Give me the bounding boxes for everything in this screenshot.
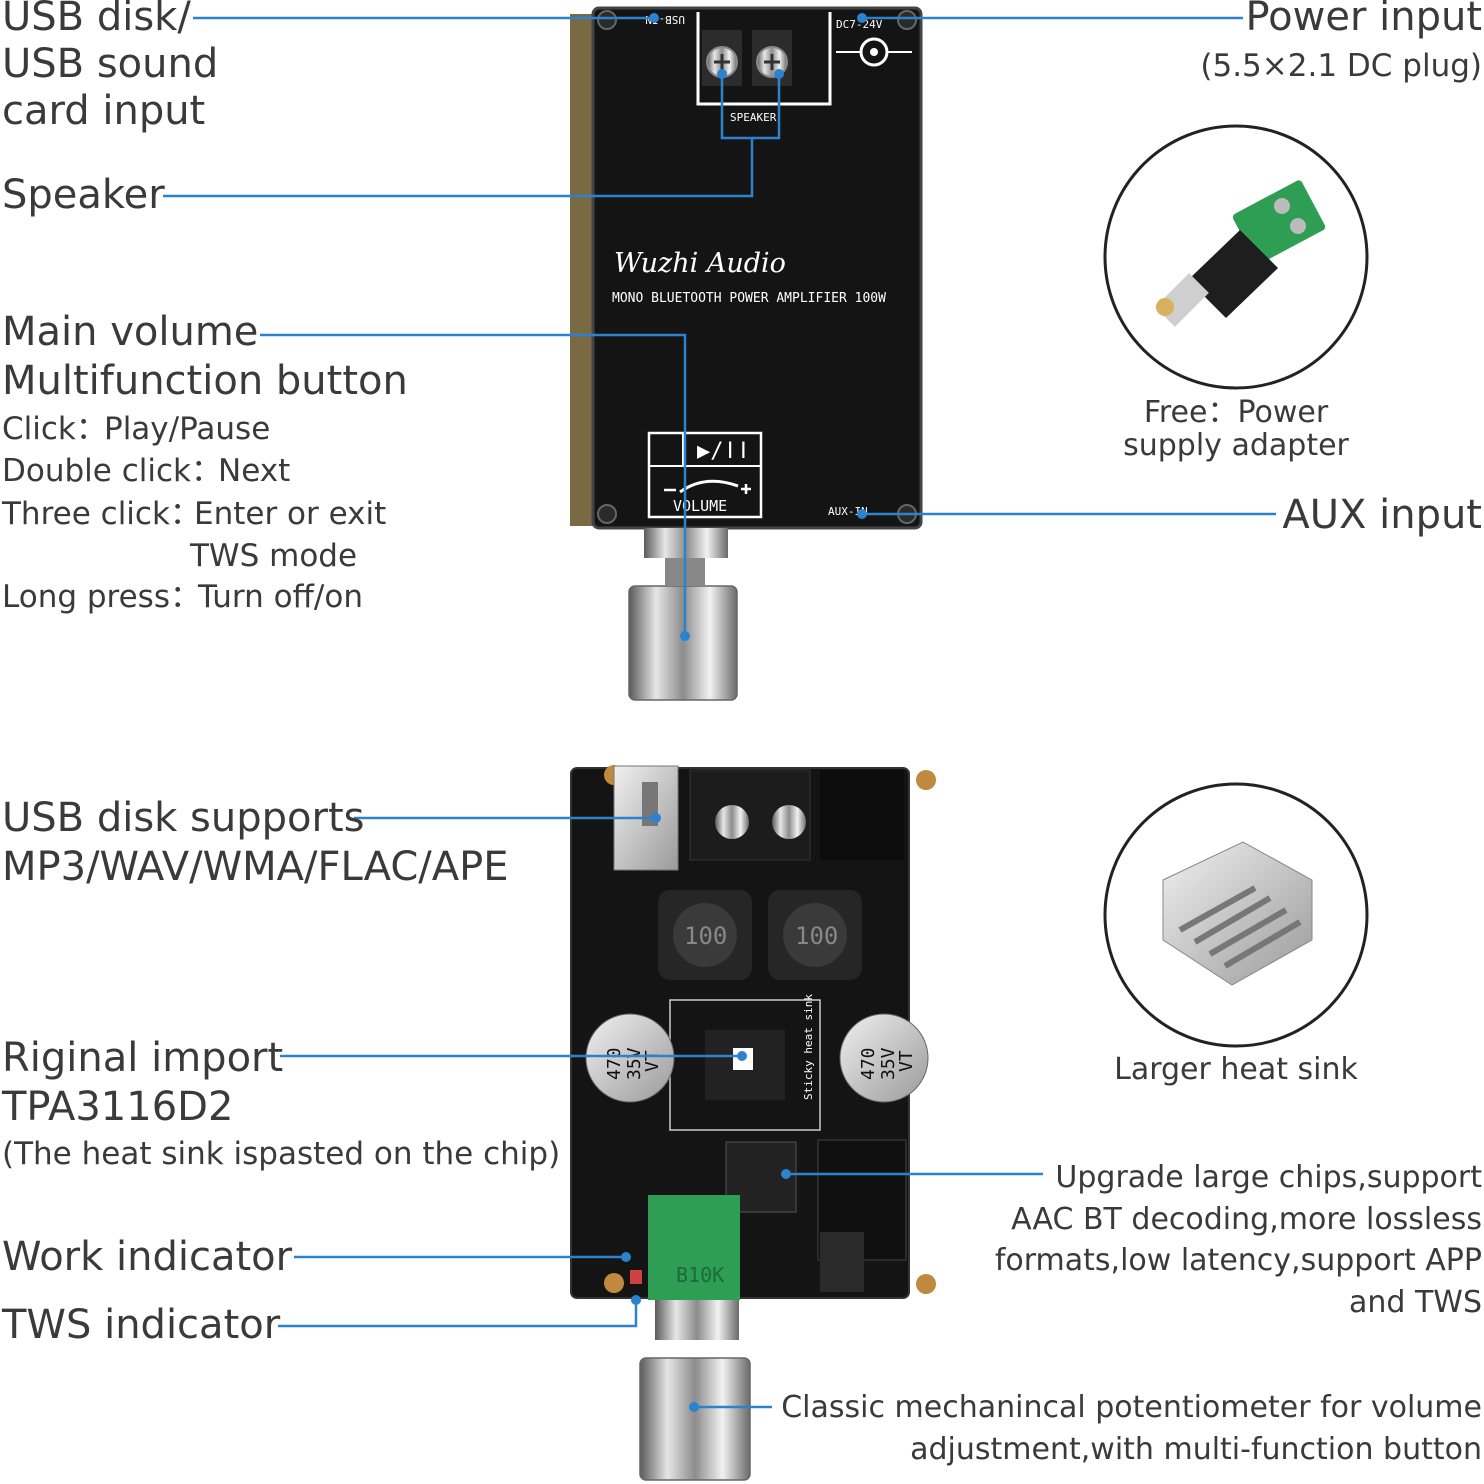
- dc-silk: DC7-24V: [836, 18, 883, 31]
- free-adapter-line-2: supply adapter: [1123, 428, 1349, 463]
- sticky-heat-sink-silk: Sticky heat sink: [802, 994, 815, 1100]
- inductor-2-label: 100: [795, 922, 838, 950]
- power-adapter-image: [1103, 124, 1369, 390]
- three-click-value-2: TWS mode: [190, 538, 358, 574]
- power-plug-label: (5.5×2.1 DC plug): [1200, 48, 1482, 84]
- double-click-value: Next: [218, 453, 291, 489]
- usb-input-line-2: USB sound: [2, 41, 219, 88]
- three-click-value-1: Enter or exit: [194, 496, 387, 532]
- power-input-label: Power input: [1245, 0, 1482, 40]
- heat-sink-image: [1103, 782, 1369, 1048]
- potentiometer-line-2: adjustment,with multi-function button: [910, 1432, 1482, 1467]
- work-indicator-label: Work indicator: [2, 1234, 293, 1280]
- tws-indicator-label: TWS indicator: [2, 1302, 281, 1348]
- amplifier-top-board: USB-IN DC7-24V SPEAKER Wuzhi Audio MONO …: [570, 6, 923, 701]
- cap-2-voltage: 35V: [878, 1047, 899, 1080]
- chip-line-3: (The heat sink ispasted on the chip): [2, 1136, 561, 1172]
- multifunction-label: Multifunction button: [2, 358, 408, 404]
- cap-1-value: 470: [604, 1047, 625, 1080]
- bt-chip-line-1: Upgrade large chips,support: [1055, 1160, 1482, 1195]
- bt-chip-line-2: AAC BT decoding,more lossless: [1011, 1202, 1482, 1237]
- aux-input-label: AUX input: [1282, 492, 1482, 538]
- inductor-1-label: 100: [684, 922, 727, 950]
- usb-input-label: USB disk/ USB sound card input: [2, 0, 218, 136]
- cap-2-value: 470: [858, 1047, 879, 1080]
- click-value: Play/Pause: [104, 411, 271, 447]
- svg-text:▶/ǀǀ: ▶/ǀǀ: [697, 439, 750, 464]
- usb-formats-line-2: MP3/WAV/WMA/FLAC/APE: [2, 844, 509, 890]
- long-press-label: Long press：: [2, 579, 201, 615]
- speaker-label: Speaker: [2, 172, 165, 218]
- heat-sink-label: Larger heat sink: [1114, 1052, 1358, 1087]
- chip-line-1: Riginal import: [2, 1035, 284, 1081]
- usb-input-line-3: card input: [2, 88, 206, 135]
- usb-formats-line-1: USB disk supports: [2, 795, 365, 841]
- cap-2-type: VT: [896, 1050, 917, 1072]
- cap-1-type: VT: [642, 1050, 663, 1072]
- potentiometer-line-1: Classic mechanincal potentiometer for vo…: [781, 1390, 1482, 1425]
- click-label: Click：: [2, 411, 107, 447]
- amplifier-bottom-board: 100 100 Sticky heat sink 470 35V VT 470 …: [570, 765, 936, 1481]
- model-silk: MONO BLUETOOTH POWER AMPLIFIER 100W: [612, 291, 886, 306]
- speaker-silk: SPEAKER: [730, 111, 777, 124]
- double-click-label: Double click：: [2, 453, 222, 489]
- free-adapter-line-1: Free：Power: [1143, 395, 1329, 430]
- leader-lines: [163, 13, 1276, 1412]
- three-click-label: Three click：: [2, 496, 201, 532]
- bt-chip-line-3: formats,low latency,support APP: [994, 1243, 1482, 1278]
- volume-silk: VOLUME: [673, 497, 727, 515]
- chip-line-2: TPA3116D2: [2, 1084, 234, 1130]
- main-volume-label: Main volume: [2, 309, 259, 355]
- usb-input-line-1: USB disk/: [2, 0, 191, 40]
- bt-chip-line-4: and TWS: [1348, 1285, 1482, 1320]
- brand-logo: Wuzhi Audio: [614, 248, 786, 279]
- pot-b10k-label: B10K: [676, 1263, 724, 1287]
- long-press-value: Turn off/on: [198, 579, 363, 615]
